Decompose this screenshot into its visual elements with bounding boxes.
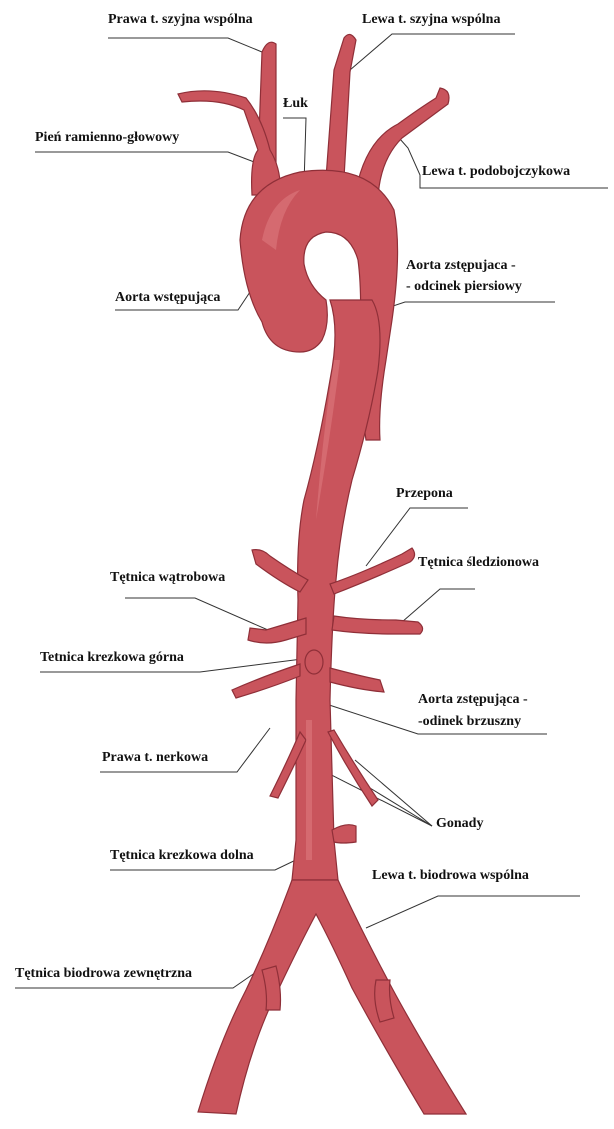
label-aorta-zstepujaca-brzuszna-2: -odinek brzuszny (418, 714, 521, 730)
label-sledzionowa: Tętnica śledzionowa (418, 555, 539, 571)
label-przepona: Przepona (396, 486, 453, 502)
label-pien-ramienno: Pień ramienno-głowowy (35, 130, 179, 146)
label-luk: Łuk (283, 96, 308, 112)
label-lewa-biodrowa: Lewa t. biodrowa wspólna (372, 868, 529, 884)
label-aorta-zstepujaca-piersiowa-1: Aorta zstępujaca - (406, 258, 516, 274)
label-biodrowa-zewnetrzna: Tętnica biodrowa zewnętrzna (15, 966, 192, 982)
label-krezkowa-dolna: Tętnica krezkowa dolna (110, 848, 254, 864)
label-aorta-zstepujaca-piersiowa-2: - odcinek piersiowy (406, 279, 522, 295)
label-watrobowa: Tętnica wątrobowa (110, 570, 225, 586)
label-aorta-zstepujaca-brzuszna-1: Aorta zstępująca - (418, 692, 528, 708)
label-lewa-szyjna: Lewa t. szyjna wspólna (362, 12, 500, 28)
label-aorta-wstepujaca: Aorta wstępująca (115, 290, 220, 306)
label-krezkowa-gorna: Tetnica krezkowa górna (40, 650, 184, 666)
label-gonady: Gonady (436, 816, 483, 832)
label-lewa-podobojczykowa: Lewa t. podobojczykowa (422, 164, 570, 180)
label-prawa-szyjna: Prawa t. szyjna wspólna (108, 12, 253, 28)
label-prawa-nerkowa: Prawa t. nerkowa (102, 750, 208, 766)
